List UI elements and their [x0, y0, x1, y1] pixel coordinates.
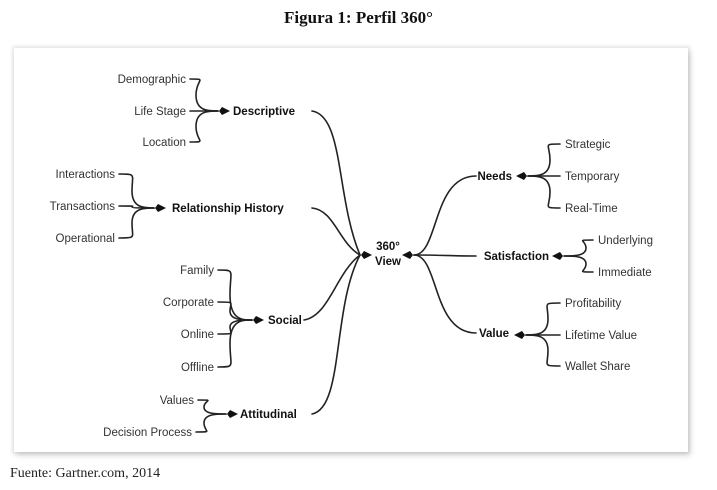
- category-descriptive: Descriptive: [233, 106, 295, 118]
- center-to-satisfaction: [413, 254, 477, 257]
- social-connector-2: [217, 319, 253, 335]
- satisfaction-connector-1: [563, 255, 594, 273]
- relationship-history-connector-2: [118, 207, 155, 239]
- leaf-wallet-share: Wallet Share: [565, 361, 630, 373]
- leaf-temporary: Temporary: [565, 171, 620, 183]
- attitudinal-connector-1: [195, 413, 227, 433]
- leaf-profitability: Profitability: [565, 298, 621, 310]
- center-to-value: [413, 254, 477, 334]
- category-satisfaction: Satisfaction: [484, 251, 549, 263]
- value-connector-2: [525, 334, 561, 367]
- category-value: Value: [479, 328, 509, 340]
- category-attitudinal: Attitudinal: [240, 409, 297, 421]
- value-connector-0: [525, 302, 561, 336]
- leaf-lifetime-value: Lifetime Value: [565, 330, 637, 342]
- center-label-line1: 360°: [376, 241, 400, 253]
- relationship-to-center: [311, 207, 361, 256]
- leaf-online: Online: [181, 329, 214, 341]
- category-social: Social: [268, 315, 302, 327]
- attitudinal-to-center: [311, 254, 361, 415]
- leaf-interactions: Interactions: [56, 169, 116, 181]
- relationship-history-arrow: [155, 204, 166, 212]
- descriptive-arrow: [219, 107, 230, 115]
- leaf-immediate: Immediate: [598, 267, 652, 279]
- mindmap-panel: 360° View Descriptive Relationship Histo…: [14, 48, 688, 452]
- source-caption: Fuente: Gartner.com, 2014: [10, 466, 161, 481]
- center-label-line2: View: [375, 256, 401, 268]
- leaf-underlying: Underlying: [598, 235, 653, 247]
- center-arrow-in: [361, 251, 372, 259]
- social-connector-1: [217, 301, 253, 321]
- attitudinal-connector-0: [197, 399, 227, 415]
- satisfaction-connector-0: [563, 239, 594, 257]
- leaf-corporate: Corporate: [163, 297, 214, 309]
- needs-arrow: [516, 172, 527, 180]
- center-arrow-out: [402, 251, 413, 259]
- leaf-life-stage: Life Stage: [134, 106, 186, 118]
- attitudinal-arrow: [227, 410, 238, 418]
- descriptive-connector-0: [189, 78, 219, 112]
- descriptive-to-center: [311, 110, 361, 256]
- mindmap-diagram: 360° View Descriptive Relationship Histo…: [50, 74, 653, 439]
- figure-title: Figura 1: Perfil 360°: [284, 8, 433, 27]
- leaf-location: Location: [143, 137, 186, 149]
- leaf-strategic: Strategic: [565, 139, 611, 151]
- needs-connector-2: [527, 175, 561, 209]
- social-connector-3: [217, 319, 253, 368]
- leaf-family: Family: [180, 265, 214, 277]
- leaf-real-time: Real-Time: [565, 203, 618, 215]
- social-arrow: [253, 316, 264, 324]
- center-to-needs: [413, 175, 477, 256]
- category-relationship-history: Relationship History: [172, 203, 284, 215]
- leaf-values: Values: [160, 395, 195, 407]
- leaf-demographic: Demographic: [118, 74, 187, 86]
- social-connector-0: [217, 269, 253, 321]
- leaf-offline: Offline: [181, 362, 214, 374]
- value-arrow: [514, 331, 525, 339]
- satisfaction-arrow: [552, 252, 563, 260]
- leaf-transactions: Transactions: [50, 201, 116, 213]
- relationship-history-connector-0: [118, 173, 155, 209]
- leaf-operational: Operational: [56, 233, 115, 245]
- social-to-center: [303, 254, 361, 321]
- needs-connector-0: [527, 143, 561, 177]
- category-needs: Needs: [477, 171, 512, 183]
- descriptive-connector-2: [189, 110, 219, 143]
- leaf-decision-process: Decision Process: [103, 427, 192, 439]
